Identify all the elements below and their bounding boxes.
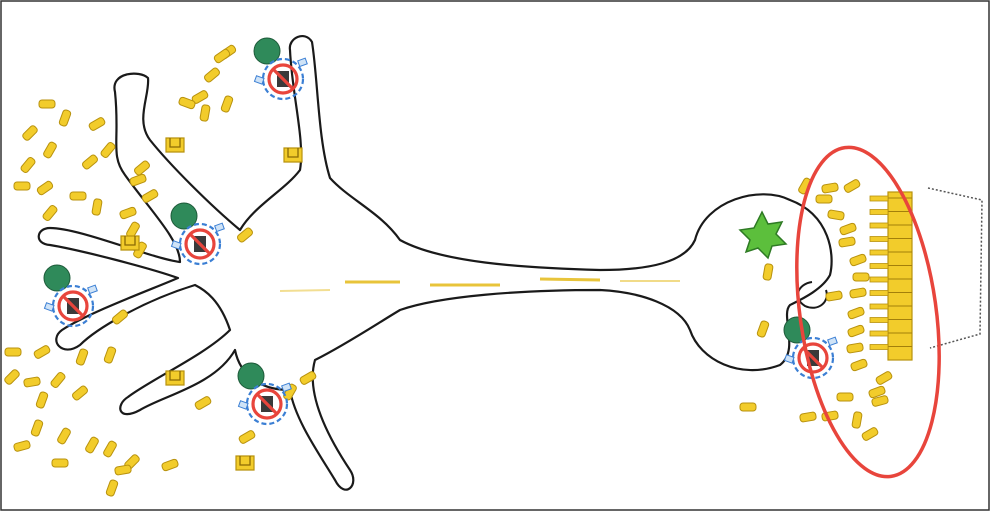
vesicle-icon [827, 210, 844, 221]
vesicle-icon [161, 459, 179, 472]
vesicle-icon [843, 179, 861, 194]
vesicle-icon [816, 195, 832, 203]
receptor-column-body [888, 192, 912, 360]
vesicle-icon [852, 411, 863, 428]
receptor-block-icon [236, 456, 254, 470]
vesicle-icon [849, 288, 866, 299]
vesicle-icon [106, 479, 119, 497]
vesicle-icon [20, 156, 36, 173]
neuron-outline [39, 36, 832, 490]
vesicle-icon [103, 440, 118, 458]
vesicle-icon [71, 385, 88, 401]
vesicle-icon [799, 412, 816, 423]
receptor-icon [870, 304, 888, 309]
vesicle-icon [875, 371, 893, 386]
vesicle-icon [59, 109, 72, 127]
receptor-icon [870, 210, 888, 215]
vesicle-icon [42, 204, 58, 221]
flow-arrow [540, 279, 600, 280]
vesicle-icon [194, 396, 212, 411]
vesicle-icon [52, 459, 68, 467]
vesicle-icon [70, 192, 86, 200]
receptor-icon [870, 277, 888, 282]
vesicle-icon [837, 393, 853, 401]
vesicle-icon [213, 48, 231, 64]
vesicle-icon [36, 180, 54, 196]
vesicle-icon [22, 125, 39, 142]
vesicle-icon [85, 436, 100, 454]
vesicle-icon [861, 427, 879, 442]
receptor-icon [870, 250, 888, 255]
vesicle-icon [81, 154, 98, 170]
vesicle-icon [31, 419, 44, 437]
vesicle-icon [119, 207, 137, 220]
vesicle-icon [825, 291, 842, 302]
vesicle-icon [43, 141, 58, 159]
vesicle-icon [50, 371, 66, 388]
vesicle-icon [88, 117, 106, 132]
receptor-block-icon [121, 236, 139, 250]
receptor-icon [870, 291, 888, 296]
receptor-icon [870, 318, 888, 323]
transporter-head-icon [238, 363, 264, 389]
transporter-head-icon [171, 203, 197, 229]
vesicle-icon [847, 325, 865, 338]
vesicle-icon [5, 348, 21, 356]
receptor-block-icon [166, 138, 184, 152]
vesicle-icon [838, 237, 855, 248]
vesicle-icon [846, 343, 863, 354]
receptor-icon [870, 264, 888, 269]
vesicle-icon [114, 465, 131, 476]
vesicle-icon [740, 403, 756, 411]
vesicle-icon [104, 346, 117, 364]
vesicle-icon [4, 369, 21, 386]
vesicle-icon [850, 359, 868, 372]
transporter-head-icon [254, 38, 280, 64]
transporter-head-icon [44, 265, 70, 291]
receptor-block-icon [284, 148, 302, 162]
vesicle-icon [39, 100, 55, 108]
vesicle-icon [13, 440, 31, 452]
vesicle-icon [76, 348, 89, 366]
receptor-icon [870, 237, 888, 242]
transporter-head-icon [784, 317, 810, 343]
receptor-column [870, 192, 912, 360]
receptor-block-icon [166, 371, 184, 385]
vesicle-icon [23, 377, 40, 388]
vesicle-icon [92, 198, 103, 215]
receptor-icon [870, 196, 888, 201]
vesicle-icon [36, 391, 49, 409]
vesicle-icon [849, 254, 867, 267]
vesicle-icon [839, 223, 857, 236]
blocked-transporter-icon [44, 265, 97, 326]
vesicle-icon [238, 430, 256, 445]
vesicle-icon [221, 95, 234, 113]
flow-arrow [280, 290, 330, 291]
transporter-tab-icon [828, 337, 838, 345]
vesicle-icon [14, 182, 30, 190]
vesicle-icon [33, 345, 51, 360]
vesicle-icon [203, 67, 220, 83]
receptor-icon [870, 345, 888, 350]
vesicle-icon [200, 104, 211, 121]
receptor-icon [870, 223, 888, 228]
vesicle-icon [853, 273, 869, 281]
vesicle-icon [821, 183, 838, 194]
transporter-tab-icon [88, 285, 98, 293]
vesicle-icon [100, 141, 116, 158]
vesicle-icon [847, 307, 865, 320]
vesicle-icon [57, 427, 72, 445]
receptor-icon [870, 331, 888, 336]
